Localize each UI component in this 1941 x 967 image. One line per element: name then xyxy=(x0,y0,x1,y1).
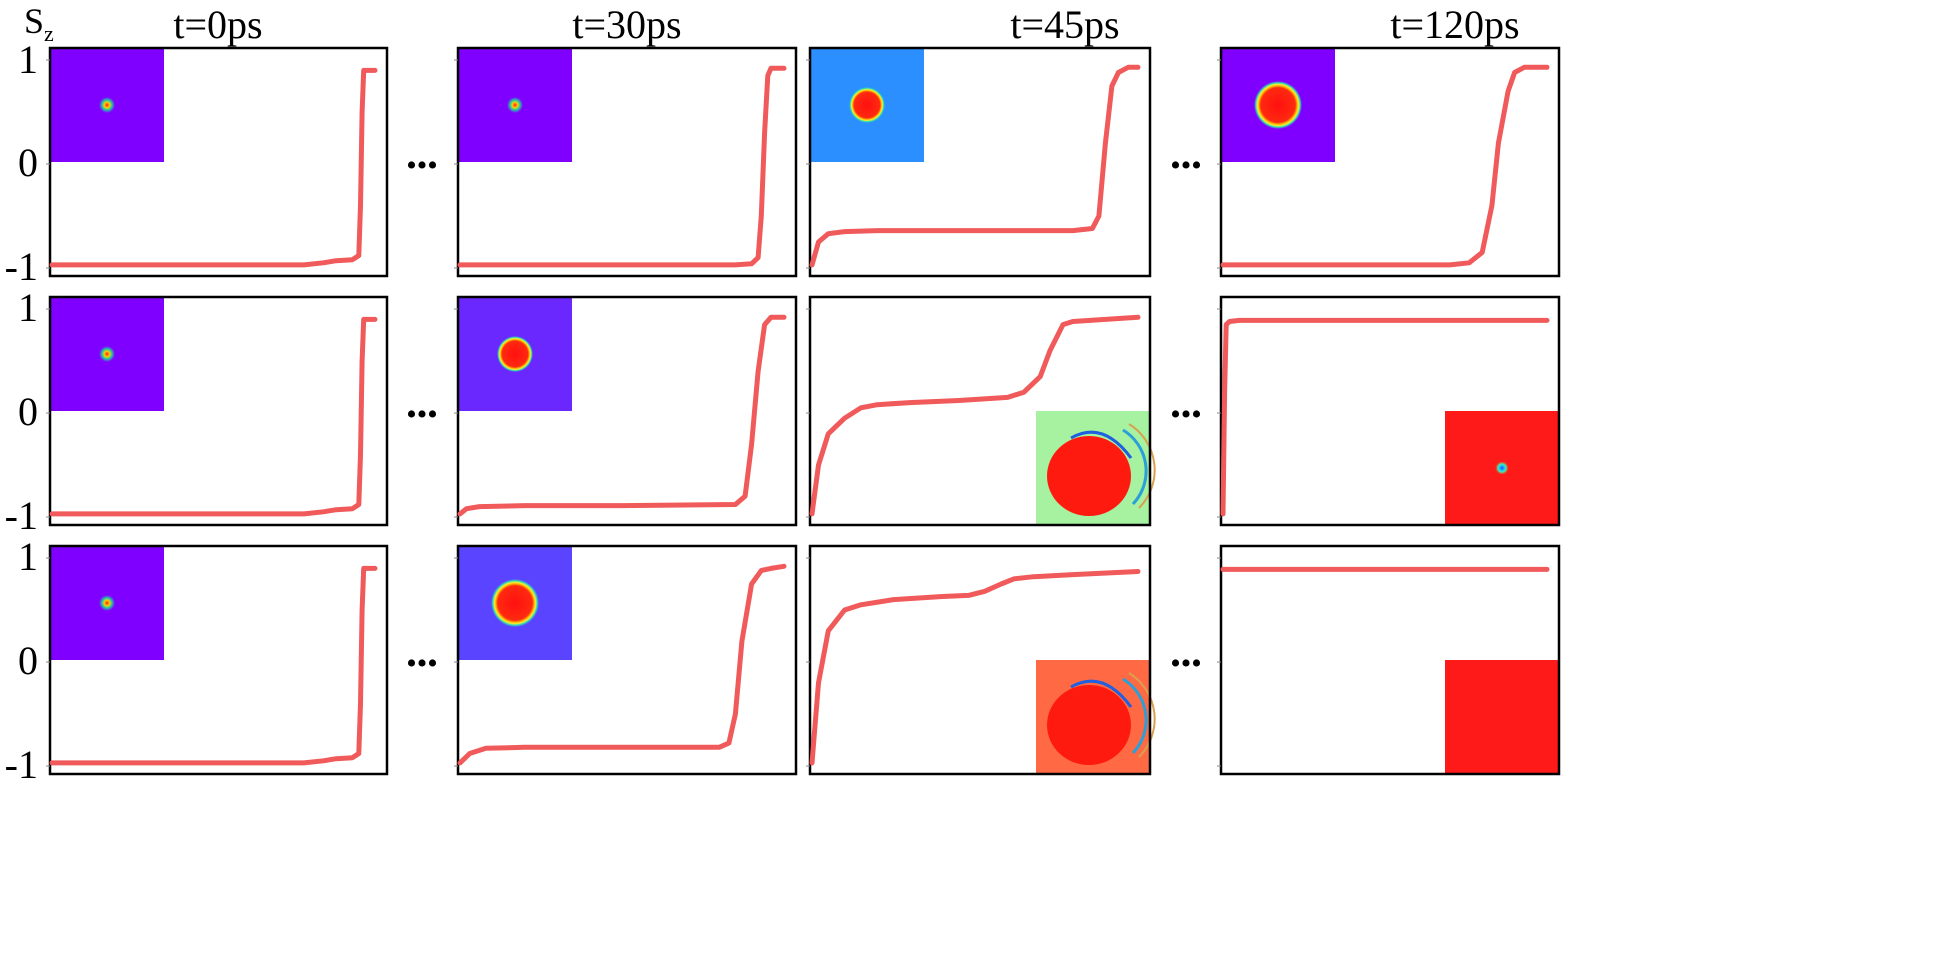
panel-frame xyxy=(808,295,1152,527)
panel-frame xyxy=(48,46,389,278)
inset-map xyxy=(1445,411,1559,525)
skyrmion-blob xyxy=(1495,461,1509,475)
inset-map xyxy=(50,48,164,162)
y-tick-label-row3-mid: 0 xyxy=(18,638,38,683)
panel-r2-c3 xyxy=(806,295,1156,527)
sz-curve xyxy=(457,314,787,517)
panel-r1-c2 xyxy=(454,46,798,278)
sz-curve xyxy=(809,569,1141,766)
sz-curve xyxy=(457,563,787,766)
panel-r3-c4 xyxy=(1217,544,1561,776)
skyrmion-blob xyxy=(497,336,533,372)
skyrmion-blob xyxy=(849,87,885,123)
column-title-2: t=30ps xyxy=(572,2,681,47)
y-tick-label-row1-top: 1 xyxy=(18,37,38,82)
y-tick-label-row2-top: 1 xyxy=(18,285,38,330)
inset-map xyxy=(1221,48,1335,162)
skyrmion-blob xyxy=(99,595,115,611)
ellipsis-row2-left: ••• xyxy=(406,398,438,431)
panel-r2-c2 xyxy=(454,295,798,527)
inset-map xyxy=(458,297,572,411)
column-title-1: t=0ps xyxy=(173,2,262,47)
panel-r1-c1 xyxy=(46,46,389,278)
ellipsis-row1-right: ••• xyxy=(1170,149,1202,182)
skyrmion-blob xyxy=(491,579,539,627)
panel-frame xyxy=(48,544,389,776)
y-tick-label-row2-mid: 0 xyxy=(18,389,38,434)
panel-frame xyxy=(48,295,389,527)
inset-map xyxy=(458,546,572,660)
panel-frame xyxy=(1219,46,1561,278)
spin-wave-ring-outer xyxy=(1128,672,1156,758)
skyrmion-edge xyxy=(1070,679,1133,708)
sz-curve xyxy=(457,65,787,268)
spin-wave-ring xyxy=(1122,677,1148,755)
inset-map xyxy=(1445,660,1559,774)
inset-map xyxy=(458,48,572,162)
inset-map xyxy=(50,297,164,411)
panel-grid xyxy=(46,46,1561,776)
panel-frame xyxy=(808,46,1152,278)
sz-curve xyxy=(49,67,378,268)
sz-curve xyxy=(1220,64,1550,268)
sz-curve xyxy=(49,316,378,517)
spin-wave-ring xyxy=(1122,428,1148,506)
panel-frame xyxy=(1219,544,1561,776)
panel-frame xyxy=(808,544,1152,776)
panel-r3-c2 xyxy=(454,544,798,776)
skyrmion-blob xyxy=(1047,685,1131,765)
inset-background xyxy=(1445,660,1559,774)
panel-r3-c3 xyxy=(806,544,1156,776)
ellipsis-row3-right: ••• xyxy=(1170,647,1202,680)
sz-curve xyxy=(49,565,378,766)
y-tick-label-row3-bottom: -1 xyxy=(5,742,38,787)
y-axis-label: Sz xyxy=(24,1,54,46)
y-tick-label-row1-bottom: -1 xyxy=(5,244,38,289)
sz-curve xyxy=(809,314,1141,517)
sz-curve xyxy=(1220,317,1550,517)
skyrmion-blob xyxy=(99,97,115,113)
inset-map xyxy=(50,546,164,660)
skyrmion-blob xyxy=(507,97,523,113)
panel-r1-c3 xyxy=(806,46,1152,278)
y-tick-label-row2-bottom: -1 xyxy=(5,493,38,538)
sz-curve xyxy=(809,64,1141,268)
panel-frame xyxy=(456,544,798,776)
inset-map xyxy=(1036,411,1156,525)
y-tick-label-row1-mid: 0 xyxy=(18,140,38,185)
ellipsis-row2-right: ••• xyxy=(1170,398,1202,431)
panel-r1-c4 xyxy=(1217,46,1561,278)
panel-frame xyxy=(456,295,798,527)
skyrmion-blob xyxy=(1254,81,1302,129)
ellipsis-row1-left: ••• xyxy=(406,149,438,182)
skyrmion-blob xyxy=(1047,436,1131,516)
inset-map xyxy=(1036,660,1156,774)
skyrmion-blob xyxy=(99,346,115,362)
column-title-4: t=120ps xyxy=(1390,2,1519,47)
panel-r2-c1 xyxy=(46,295,389,527)
panel-frame xyxy=(456,46,798,278)
panel-r3-c1 xyxy=(46,544,389,776)
skyrmion-edge xyxy=(1070,430,1133,459)
y-tick-label-row3-top: 1 xyxy=(18,534,38,579)
column-title-3: t=45ps xyxy=(1010,2,1119,47)
panel-r2-c4 xyxy=(1217,295,1561,527)
spin-wave-ring-outer xyxy=(1128,423,1156,509)
panel-frame xyxy=(1219,295,1561,527)
ellipsis-row3-left: ••• xyxy=(406,647,438,680)
inset-map xyxy=(810,48,924,162)
